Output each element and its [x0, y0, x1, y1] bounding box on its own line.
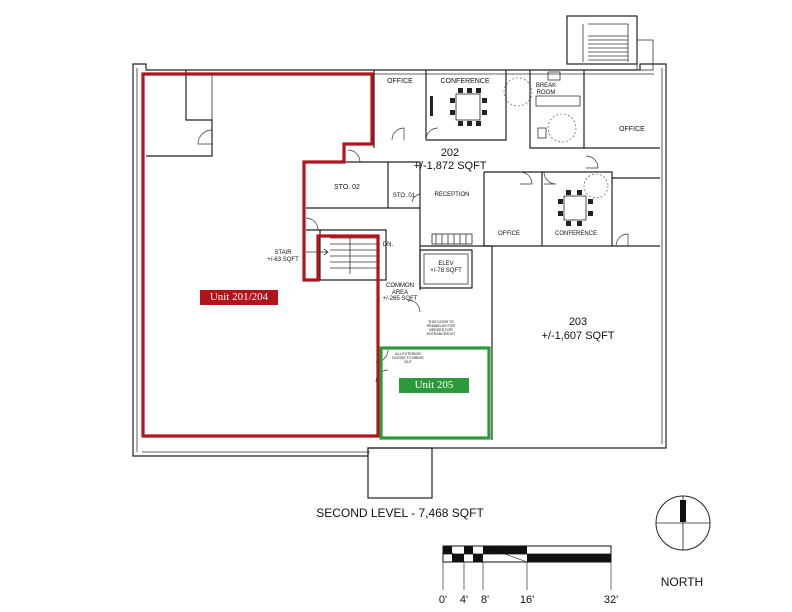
reception-desk: [431, 233, 473, 245]
room-label-sto-01: STO. 01: [392, 193, 416, 199]
scale-label-4: 4': [459, 594, 469, 606]
unit-203-area: +/-1,607 SQFT: [541, 330, 615, 342]
room-label-sto-02: STO. 02: [334, 184, 360, 191]
room-label-stair-dn: DN.: [382, 242, 394, 248]
unit-205-badge-bg: [399, 378, 469, 393]
scale-bar-icon: [442, 545, 612, 590]
unit-205-outline: [379, 346, 491, 440]
unit-203-number: 203: [568, 316, 588, 328]
room-label-office-ne: OFFICE: [619, 126, 645, 133]
unit-201-204-badge: Unit 201/204: [209, 291, 269, 303]
conference-table-mid: [558, 173, 609, 226]
unit-201-204-outline: [141, 72, 380, 438]
room-label-conference-north: CONFERENCE: [440, 78, 490, 85]
scale-label-8: 8': [480, 594, 490, 606]
note-door-remain: THIS DOOR TO REMAIN AS FOR NEEDED FOR EN…: [426, 320, 456, 337]
unit-202-area: +/-1,872 SQFT: [413, 160, 487, 172]
north-label: NORTH: [660, 575, 704, 589]
room-label-common-area: COMMON AREA +/-265 SQFT: [382, 283, 418, 303]
room-label-conference-mid: CONFERENCE: [554, 231, 597, 237]
interior-walls: [146, 70, 660, 440]
unit-205-badge: Unit 205: [414, 379, 454, 391]
conference-table-north: [430, 88, 487, 126]
room-label-reception: RECEPTION: [434, 192, 470, 198]
room-label-break-room: BREAK ROOM: [535, 83, 557, 96]
unit-202-number: 202: [440, 147, 460, 159]
room-label-elev: ELEV +/-78 SQFT: [430, 261, 462, 274]
scale-label-16: 16': [519, 594, 535, 606]
scale-label-0: 0': [438, 594, 448, 606]
room-label-office-mid: OFFICE: [498, 231, 520, 237]
room-label-office-north: OFFICE: [387, 78, 413, 85]
level-title: SECOND LEVEL - 7,468 SQFT: [316, 506, 484, 520]
break-room-fixtures: [503, 71, 581, 143]
room-label-stair: STAIR +/-63 SQFT: [267, 250, 299, 263]
entry-vestibule: [367, 447, 433, 499]
north-arrow-icon: [655, 495, 711, 551]
unit-201-204-badge-bg: [200, 290, 278, 305]
scale-label-32: 32': [603, 594, 619, 606]
exterior-stair: [566, 15, 654, 71]
stair-pointer: [306, 248, 329, 256]
door-swings: [197, 127, 629, 383]
exterior-walls: [132, 63, 667, 457]
note-exterior-doors: ALL EXTERIOR DOORS TO BRING OUT: [392, 352, 424, 365]
